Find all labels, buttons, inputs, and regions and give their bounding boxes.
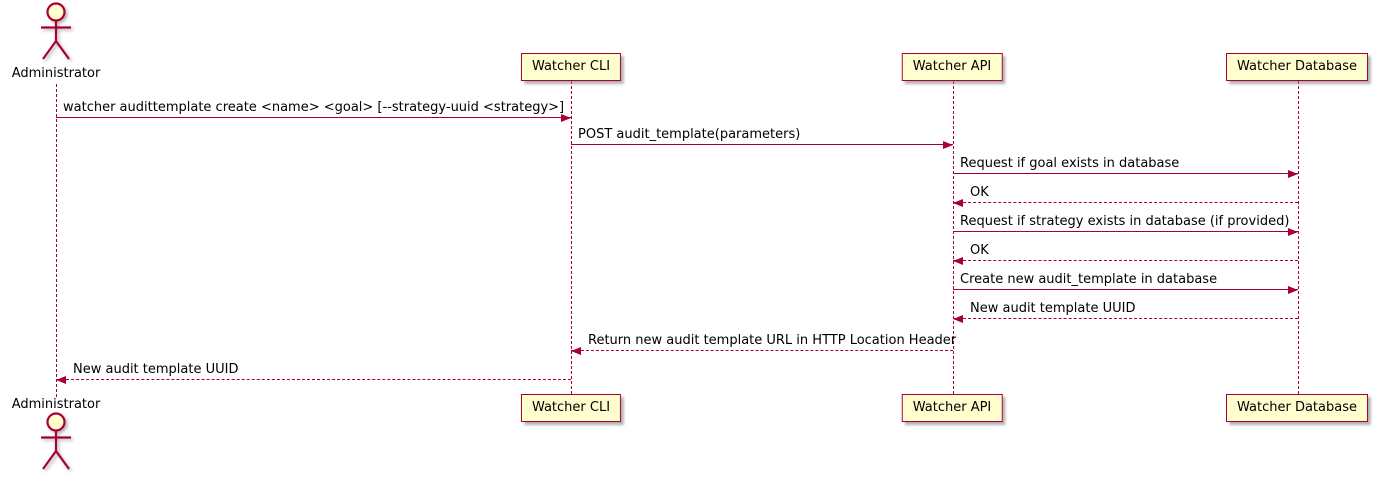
message-8-label: New audit template UUID	[970, 301, 1136, 316]
participant-watcher-database-top: Watcher Database	[1226, 53, 1368, 81]
message-6-line	[953, 260, 1298, 261]
message-4: OK	[953, 183, 1298, 207]
participant-watcher-api-top: Watcher API	[901, 53, 1003, 81]
actor-label-bottom: Administrator	[11, 397, 101, 412]
message-3: Request if goal exists in database	[953, 154, 1298, 178]
lifeline-watcher-cli	[571, 81, 572, 394]
message-8-line	[953, 318, 1298, 319]
participant-watcher-cli-top: Watcher CLI	[520, 53, 622, 81]
arrowhead-left-icon	[56, 376, 66, 384]
message-10-label: New audit template UUID	[73, 362, 239, 377]
message-1-line	[56, 117, 571, 118]
message-9: Return new audit template URL in HTTP Lo…	[571, 331, 957, 355]
message-5-label: Request if strategy exists in database (…	[960, 214, 1290, 229]
message-4-line	[953, 202, 1298, 203]
message-5-line	[953, 231, 1298, 232]
lifeline-administrator	[56, 84, 57, 397]
message-9-label: Return new audit template URL in HTTP Lo…	[588, 333, 957, 348]
arrowhead-right-icon	[1288, 228, 1298, 236]
arrowhead-right-icon	[1288, 170, 1298, 178]
message-9-line	[571, 350, 953, 351]
lifeline-watcher-database	[1298, 81, 1299, 394]
message-8: New audit template UUID	[953, 299, 1298, 323]
lifeline-watcher-api	[953, 81, 954, 394]
arrowhead-right-icon	[561, 114, 571, 122]
message-4-label: OK	[970, 185, 989, 200]
message-7-label: Create new audit_template in database	[960, 272, 1218, 287]
actor-label-top: Administrator	[11, 66, 101, 81]
message-10-line	[56, 379, 571, 380]
message-6-label: OK	[970, 243, 989, 258]
arrowhead-left-icon	[953, 257, 963, 265]
message-6: OK	[953, 241, 1298, 265]
arrowhead-left-icon	[953, 315, 963, 323]
message-3-line	[953, 173, 1298, 174]
participant-watcher-cli-bottom: Watcher CLI	[520, 394, 622, 422]
message-3-label: Request if goal exists in database	[960, 156, 1180, 171]
message-2-label: POST audit_template(parameters)	[578, 127, 801, 142]
message-7-line	[953, 289, 1298, 290]
actor-icon	[41, 2, 71, 60]
participant-watcher-database-bottom: Watcher Database	[1226, 394, 1368, 422]
message-1-label: watcher audittemplate create <name> <goa…	[63, 100, 565, 115]
arrowhead-left-icon	[953, 199, 963, 207]
arrowhead-right-icon	[943, 141, 953, 149]
arrowhead-right-icon	[1288, 286, 1298, 294]
message-1: watcher audittemplate create <name> <goa…	[56, 98, 571, 122]
participant-watcher-api-bottom: Watcher API	[901, 394, 1003, 422]
message-5: Request if strategy exists in database (…	[953, 212, 1298, 236]
message-7: Create new audit_template in database	[953, 270, 1298, 294]
message-10: New audit template UUID	[56, 360, 571, 384]
actor-icon	[41, 412, 71, 470]
message-2-line	[571, 144, 953, 145]
arrowhead-left-icon	[571, 347, 581, 355]
message-2: POST audit_template(parameters)	[571, 125, 953, 149]
